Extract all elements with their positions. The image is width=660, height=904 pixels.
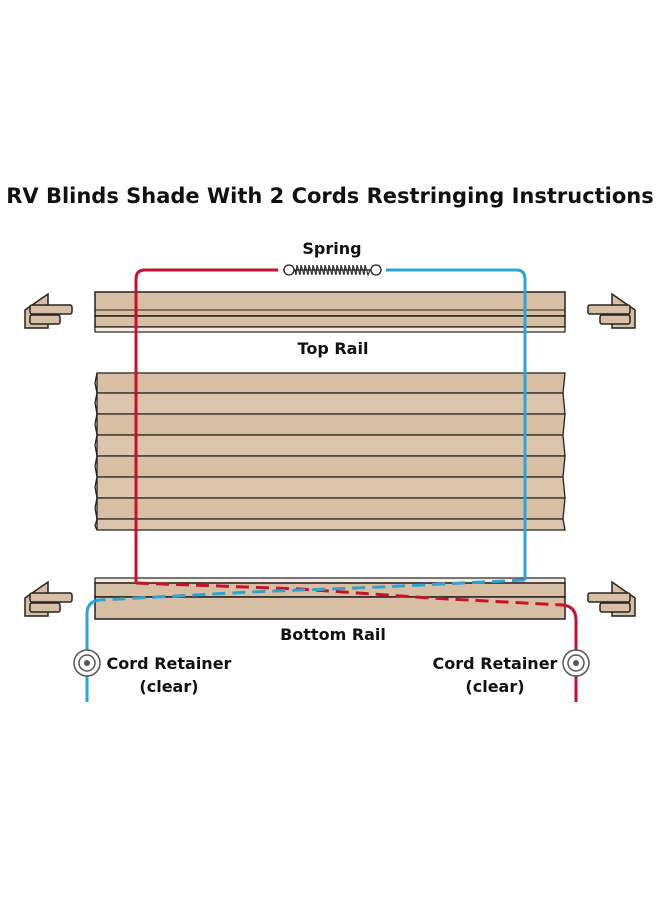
page-title: RV Blinds Shade With 2 Cords Restringing… [6, 184, 654, 208]
blue-cord [85, 268, 527, 702]
cord-retainer-left-note: (clear) [139, 677, 199, 696]
cord-retainer-right-label: Cord Retainer (clear) [420, 652, 570, 698]
cord-retainer-left-name: Cord Retainer [106, 654, 232, 673]
red-cord [134, 268, 578, 702]
bracket-top-left [24, 292, 73, 329]
pleated-fabric [94, 372, 566, 531]
top-rail [94, 291, 566, 333]
bracket-bottom-right [587, 580, 636, 617]
cord-retainer-right-icon [562, 649, 590, 677]
spring-icon [283, 264, 382, 277]
cord-retainer-left-label: Cord Retainer (clear) [94, 652, 244, 698]
top-rail-label: Top Rail [297, 339, 369, 358]
bracket-top-right [587, 292, 636, 329]
cord-retainer-left-icon [73, 649, 101, 677]
bottom-rail-label: Bottom Rail [280, 625, 386, 644]
spring-label: Spring [302, 239, 362, 258]
cord-retainer-right-name: Cord Retainer [432, 654, 558, 673]
bracket-bottom-left [24, 580, 73, 617]
cord-retainer-right-note: (clear) [465, 677, 525, 696]
